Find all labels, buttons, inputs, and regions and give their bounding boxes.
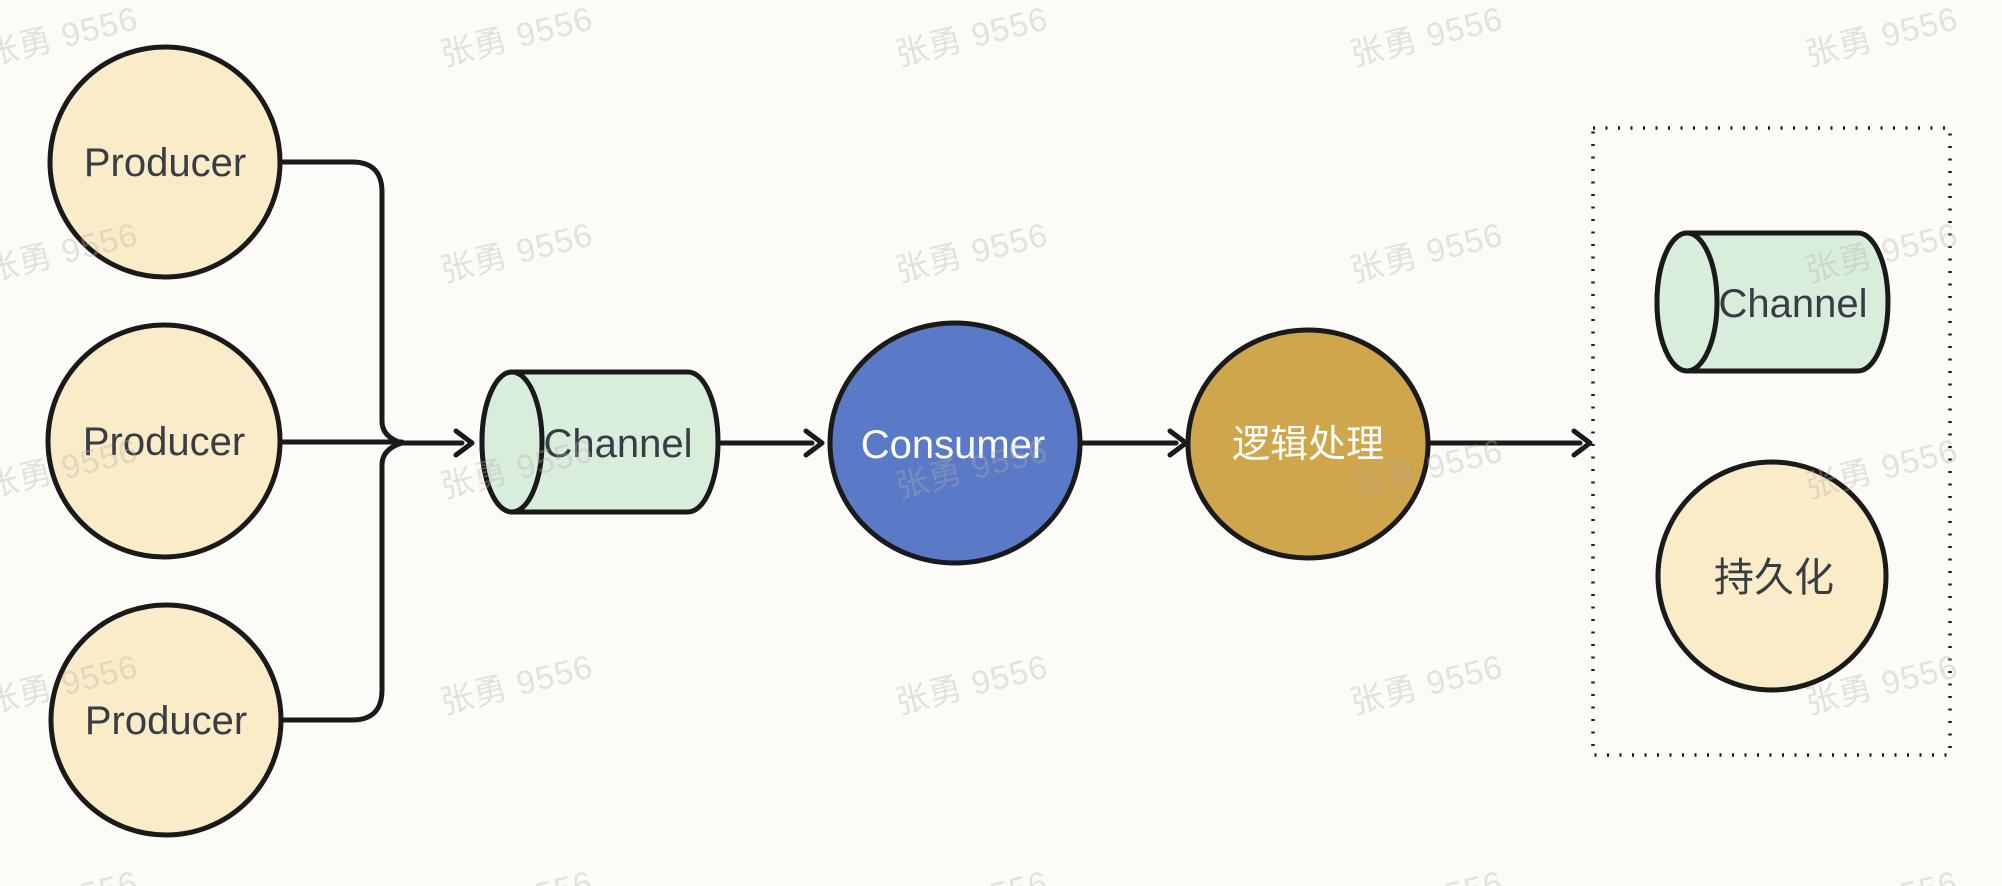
channel-out-cylinder-cap	[1654, 230, 1720, 374]
producer-node-2: Producer	[45, 322, 283, 560]
persistence-label: 持久化	[1714, 556, 1834, 600]
persistence-boundary-box	[1591, 126, 1952, 757]
arrow-consumer-to-logic	[1078, 428, 1189, 458]
channel-in-node: Channel	[479, 369, 721, 515]
producer-circle-1	[47, 44, 283, 280]
arrow-logic-to-box	[1426, 428, 1593, 458]
persistence-node: 持久化	[1655, 459, 1889, 693]
producer-label-2: Producer	[83, 420, 245, 464]
arrow-channel-to-consumer	[715, 428, 825, 458]
consumer-label: Consumer	[861, 423, 1046, 467]
consumer-circle	[827, 320, 1083, 566]
channel-out-node: Channel	[1654, 230, 1891, 374]
channel-in-label: Channel	[543, 422, 692, 466]
channel-in-cylinder-cap	[479, 369, 545, 515]
connector-group	[276, 159, 1593, 723]
producer-node-3: Producer	[48, 602, 284, 838]
arrow-to-channel-in	[399, 428, 475, 458]
connector-producer-top	[277, 159, 405, 446]
connector-producer-bottom	[280, 440, 405, 723]
producer-circle-3	[48, 602, 284, 838]
producer-node-1: Producer	[47, 44, 283, 280]
producer-label-1: Producer	[84, 141, 246, 185]
channel-out-label: Channel	[1718, 282, 1867, 326]
persistence-circle	[1655, 459, 1889, 693]
consumer-node: Consumer	[827, 320, 1083, 566]
producer-circle-2	[45, 322, 283, 560]
logic-label: 逻辑处理	[1232, 424, 1384, 466]
producer-label-3: Producer	[85, 699, 247, 743]
logic-node: 逻辑处理	[1185, 327, 1431, 561]
logic-circle	[1185, 327, 1431, 561]
